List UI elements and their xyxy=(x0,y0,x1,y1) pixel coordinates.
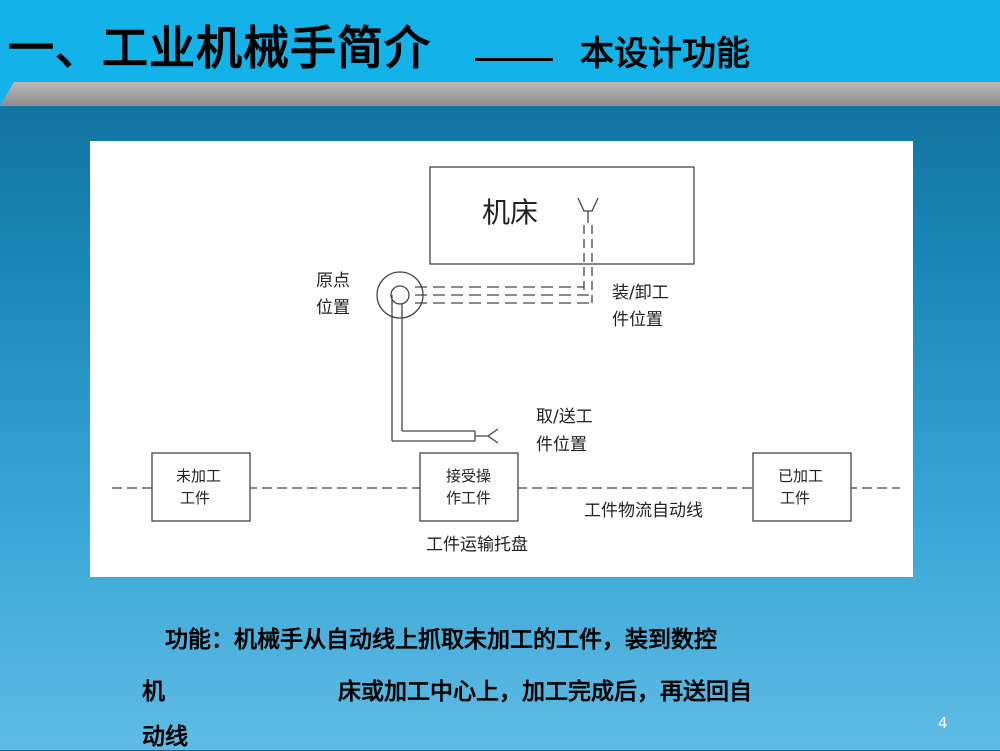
pallet-part-label-line2: 作工件 xyxy=(446,489,492,507)
header-band xyxy=(0,82,1000,106)
robot-arm-diagram: 机床 原点 位置 装/卸工 件位置 取/送工 件位置 未加工 工件 接受操 作工… xyxy=(90,141,913,577)
machine-label: 机床 xyxy=(482,196,539,229)
function-line-1: 功能：机械手从自动线上抓取未加工的工件，装到数控 xyxy=(165,627,717,653)
title-bar: 一、工业机械手简介 本设计功能 xyxy=(0,0,1000,82)
load-position-label-line2: 件位置 xyxy=(612,310,663,330)
function-line-2b: 床或加工中心上，加工完成后，再送回自 xyxy=(338,679,752,705)
finished-part-box xyxy=(752,452,852,522)
page-number: 4 xyxy=(938,714,948,732)
raw-part-label-line2: 工件 xyxy=(180,489,211,507)
function-line-3: 动线 xyxy=(142,724,188,750)
finished-part-label-line2: 工件 xyxy=(780,489,811,507)
load-position-label-line1: 装/卸工 xyxy=(612,283,669,303)
raw-part-box xyxy=(151,452,251,522)
slide-subtitle: 本设计功能 xyxy=(580,34,750,74)
origin-circle xyxy=(376,271,424,319)
pallet-part-label-line1: 接受操 xyxy=(446,467,492,485)
diagram-graphics xyxy=(112,166,900,522)
finished-part-label-line1: 已加工 xyxy=(778,467,824,485)
origin-label-line1: 原点 xyxy=(316,271,350,291)
pick-position-label-line2: 件位置 xyxy=(536,435,587,455)
pick-position-label-line1: 取/送工 xyxy=(536,407,593,427)
pallet-box xyxy=(419,452,519,522)
origin-label-line2: 位置 xyxy=(316,298,350,318)
conveyor-label: 工件物流自动线 xyxy=(584,501,703,521)
slide-title: 一、工业机械手简介 xyxy=(8,21,431,75)
function-line-2a: 机 xyxy=(142,679,165,705)
pallet-label: 工件运输托盘 xyxy=(426,535,528,555)
raw-part-label-line1: 未加工 xyxy=(176,467,222,485)
title-separator-line xyxy=(475,58,553,61)
machine-tool-box xyxy=(429,166,695,265)
pick-gripper xyxy=(474,428,499,444)
machine-gripper xyxy=(577,197,599,223)
